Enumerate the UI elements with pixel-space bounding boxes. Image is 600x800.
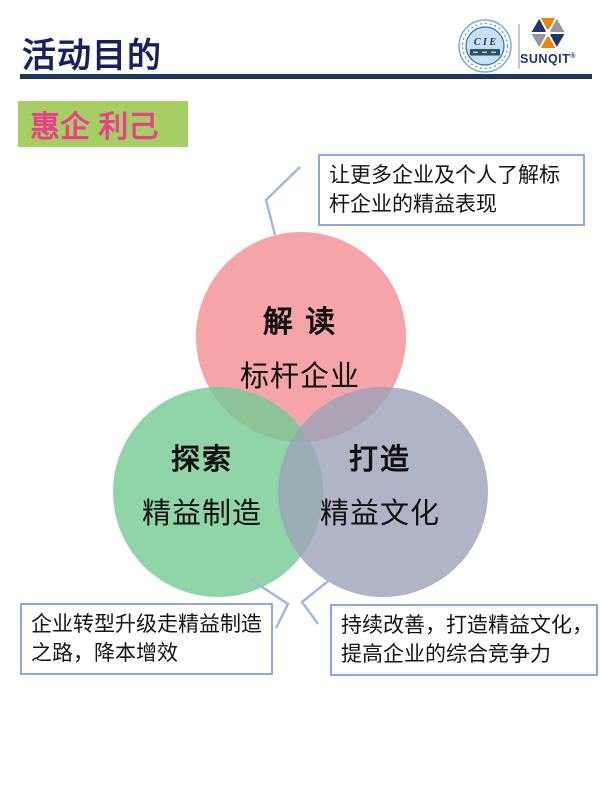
callout-top-line2: 杆企业的精益表现 <box>329 193 497 216</box>
callout-bottom-right: 持续改善，打造精益文化， 提高企业的综合竞争力 <box>330 604 598 676</box>
callout-bottom-left: 企业转型升级走精益制造 之路，降本增效 <box>20 603 273 675</box>
leader-line-bottom-right <box>300 577 333 625</box>
sunqit-wordmark-text: SUNQIT <box>520 52 571 66</box>
page-title: 活动目的 <box>22 37 162 75</box>
venn-title-jiedu: 解 读 <box>262 306 338 339</box>
sunqit-hexagon-icon <box>529 16 567 50</box>
cie-text: C I E <box>474 37 497 48</box>
venn-title-tansuo: 探索 <box>170 444 233 476</box>
callout-bottom-left-line1: 企业转型升级走精益制造 <box>31 613 262 636</box>
venn-subtitle-tansuo: 精益制造 <box>141 498 262 530</box>
callout-top: 让更多企业及个人了解标 杆企业的精益表现 <box>318 154 585 226</box>
callout-bottom-right-line2: 提高企业的综合竞争力 <box>341 643 551 666</box>
highlight-box: 惠企 利己 <box>18 101 188 147</box>
highlight-label: 惠企 利己 <box>30 111 159 144</box>
callout-top-line1: 让更多企业及个人了解标 <box>329 164 560 187</box>
sunqit-logo: SUNQIT® <box>514 16 582 66</box>
logo-divider <box>518 24 520 69</box>
leader-line-top <box>264 166 301 236</box>
venn-label-dazao: 打造 精益文化 <box>280 436 480 532</box>
venn-label-jiedu: 解 读 标杆企业 <box>200 297 400 395</box>
venn-subtitle-dazao: 精益文化 <box>319 498 440 530</box>
venn-title-dazao: 打造 <box>348 444 411 476</box>
callout-bottom-left-line2: 之路，降本增效 <box>31 642 178 665</box>
cie-badge-logo: C I E <box>457 18 513 74</box>
sunqit-wordmark: SUNQIT® <box>514 52 582 66</box>
callout-bottom-right-line1: 持续改善，打造精益文化， <box>341 614 593 637</box>
cie-badge-icon: C I E <box>458 19 512 73</box>
registered-mark: ® <box>570 52 576 60</box>
venn-subtitle-jiedu: 标杆企业 <box>239 361 360 393</box>
venn-label-tansuo: 探索 精益制造 <box>102 436 302 532</box>
venn-circle-dazao <box>278 387 488 597</box>
title-underline <box>20 74 592 79</box>
